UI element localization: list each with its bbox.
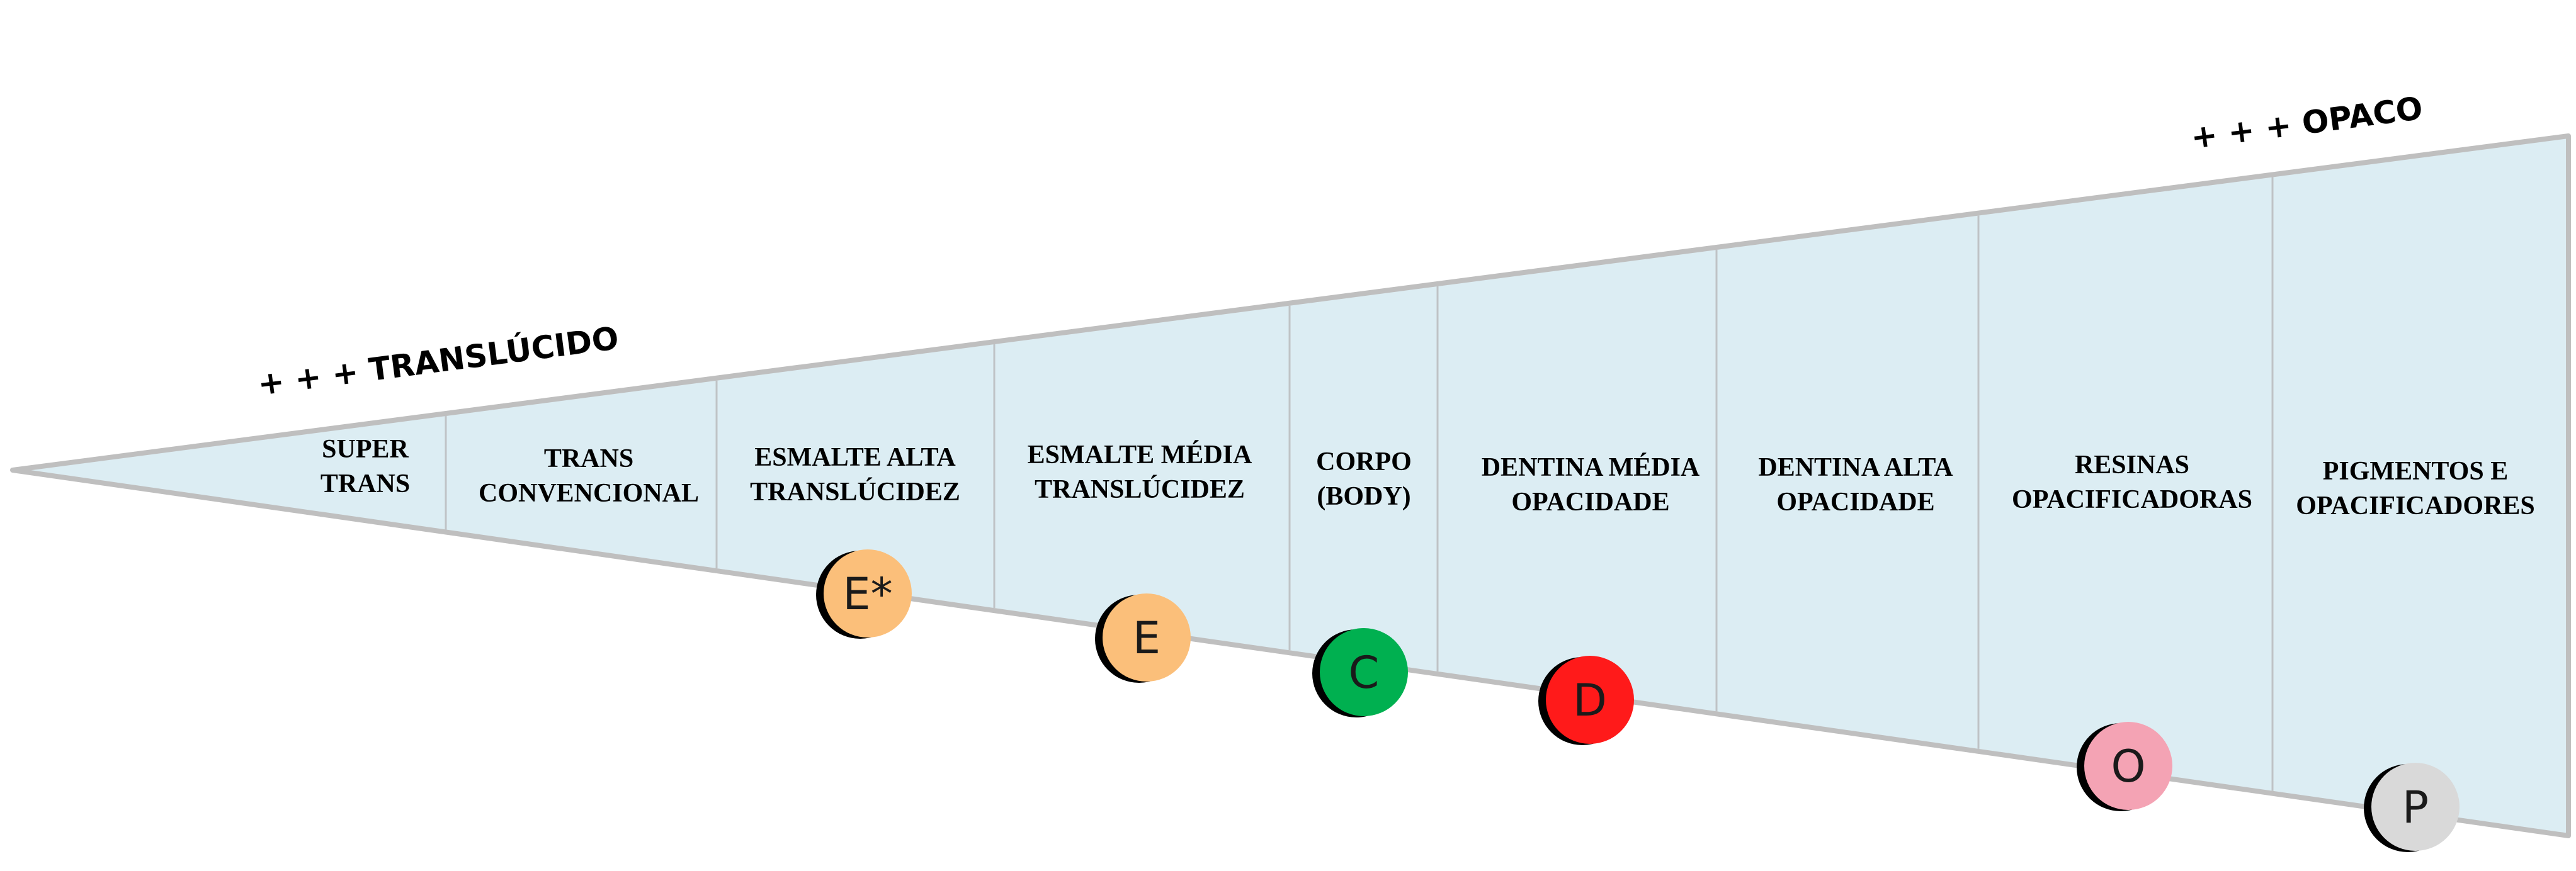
segment-label-line: TRANSLÚCIDEZ [750, 477, 960, 507]
badge-circle [2371, 763, 2460, 851]
badge-letter: E [1133, 612, 1160, 664]
badge-e: E [1095, 593, 1191, 683]
segment-label-2: TRANS CONVENCIONAL [479, 444, 699, 508]
translucent-end-label: + + + TRANSLÚCIDO [256, 319, 621, 403]
badge-circle [1320, 628, 1408, 716]
segment-label-7: DENTINA ALTA OPACIDADE [1758, 453, 1953, 517]
segment-label-line: OPACIFICADORES [2296, 492, 2535, 520]
segment-labels: SUPER TRANS TRANS CONVENCIONAL ESMALTE ALTA T… [321, 435, 2535, 520]
segment-label-line: RESINAS [2075, 451, 2189, 480]
segment-label-line: (BODY) [1317, 482, 1410, 511]
badge-letter: O [2111, 741, 2145, 792]
segment-label-line: CONVENCIONAL [479, 479, 699, 508]
badge-letter: C [1349, 647, 1380, 699]
badge-d: D [1538, 656, 1634, 745]
segment-label-3: ESMALTE ALTA TRANSLÚCIDEZ [750, 443, 960, 507]
segment-dividers [445, 177, 2274, 791]
segment-label-line: ESMALTE MÉDIA [1028, 440, 1252, 469]
segment-label-line: CORPO [1316, 447, 1412, 476]
badge-circle [2084, 722, 2172, 810]
segment-label-line: OPACIFICADORAS [2012, 485, 2252, 514]
badge-e-star: E* [816, 549, 912, 639]
segment-label-5: CORPO (BODY) [1316, 447, 1412, 511]
segment-label-line: PIGMENTOS E [2323, 457, 2508, 486]
segment-label-line: TRANS [544, 444, 633, 473]
segment-label-9: PIGMENTOS E OPACIFICADORES [2296, 457, 2535, 520]
material-badges: E* E C D O P [816, 549, 2460, 852]
segment-label-4: ESMALTE MÉDIA TRANSLÚCIDEZ [1028, 440, 1252, 504]
badge-c: C [1312, 628, 1408, 717]
segment-label-line: SUPER [322, 435, 409, 464]
badge-o: O [2077, 722, 2172, 811]
badge-p: P [2364, 763, 2460, 852]
segment-label-line: ESMALTE ALTA [754, 443, 956, 472]
badge-letter: D [1573, 675, 1607, 726]
segment-label-line: OPACIDADE [1776, 488, 1934, 517]
segment-label-line: TRANSLÚCIDEZ [1035, 475, 1245, 504]
badge-letter: P [2402, 782, 2429, 833]
segment-label-line: DENTINA MÉDIA [1482, 452, 1700, 482]
segment-label-8: RESINAS OPACIFICADORAS [2012, 451, 2252, 514]
segment-label-line: TRANS [321, 469, 410, 498]
badge-circle [1546, 656, 1634, 744]
segment-label-6: DENTINA MÉDIA OPACIDADE [1482, 452, 1700, 517]
segment-label-line: OPACIDADE [1511, 488, 1669, 517]
segment-label-line: DENTINA ALTA [1758, 453, 1953, 482]
badge-letter: E* [843, 568, 892, 620]
badge-circle [1103, 593, 1191, 682]
segment-label-1: SUPER TRANS [321, 435, 410, 498]
opaque-end-label: + + + OPACO [2189, 90, 2425, 156]
badge-circle [824, 549, 912, 638]
